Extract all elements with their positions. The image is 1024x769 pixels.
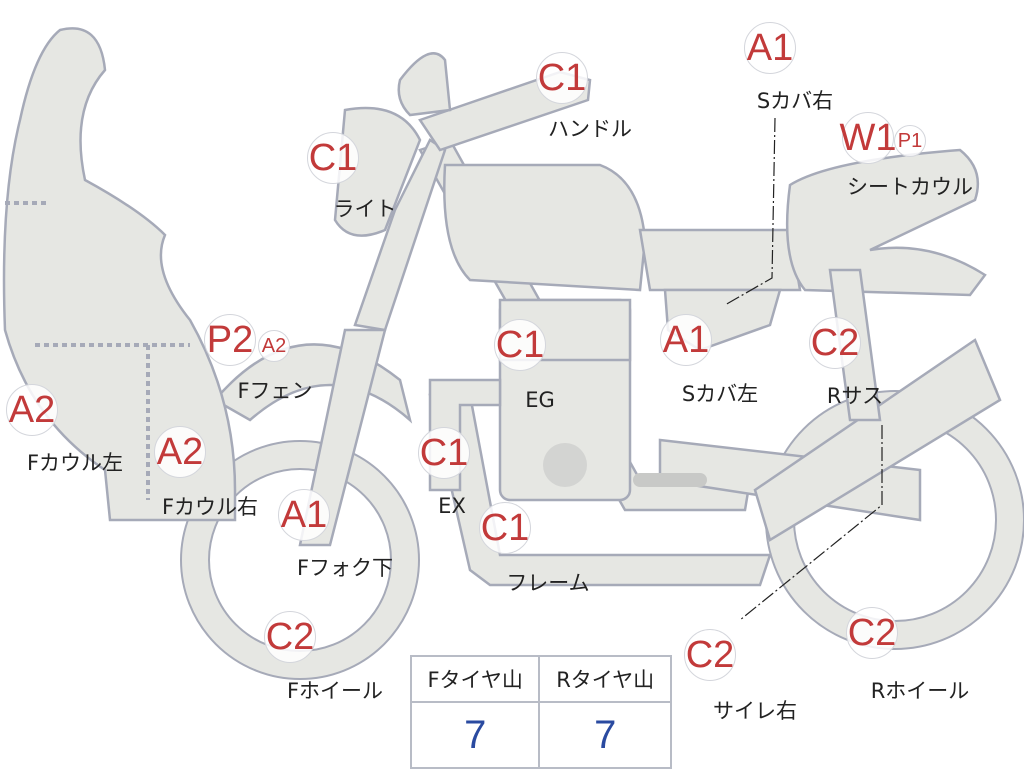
code-badge: A1 — [278, 489, 330, 541]
part-label: フレーム — [506, 571, 590, 595]
code-badge: W1 — [840, 112, 897, 164]
code-badge-secondary: A2 — [258, 330, 290, 362]
part-label: Fフォク下 — [296, 556, 394, 580]
front-wheel-fill — [182, 442, 418, 678]
cowl — [2, 27, 237, 522]
part-label: EX — [438, 494, 466, 518]
code-badge: C1 — [307, 132, 359, 184]
code-badge: A1 — [744, 22, 796, 74]
mirror — [397, 52, 452, 117]
front-tire-header: Fタイヤ山 — [409, 655, 541, 703]
fork-upper — [353, 138, 447, 332]
tank — [443, 163, 647, 292]
part-label: Fカウル右 — [161, 495, 259, 519]
code-badge: C1 — [536, 52, 588, 104]
frame-lower — [428, 393, 772, 587]
code-badge: P2 — [204, 314, 256, 366]
part-label: Rサス — [826, 384, 884, 408]
part-label: Sカバ右 — [756, 89, 834, 113]
code-badge: C1 — [418, 427, 470, 479]
fork — [298, 328, 387, 547]
code-badge: C2 — [684, 629, 736, 681]
code-badge: C2 — [846, 607, 898, 659]
muffler — [753, 338, 1002, 542]
seat — [638, 228, 802, 292]
code-badge: C2 — [809, 317, 861, 369]
code-badge: A2 — [154, 426, 206, 478]
part-label: ライト — [333, 197, 397, 221]
part-label: Rホイール — [870, 679, 970, 703]
code-badge-secondary: P1 — [894, 125, 926, 157]
part-label: Sカバ左 — [681, 382, 759, 406]
part-label: Fホイール — [286, 679, 384, 703]
part-label: EG — [525, 388, 555, 412]
code-badge: C2 — [264, 611, 316, 663]
part-label: シートカウル — [847, 175, 973, 199]
front-tire-value: 7 — [409, 701, 541, 769]
code-badge: C1 — [494, 319, 546, 371]
part-label: Fフェン — [237, 379, 313, 403]
part-label: Fカウル左 — [26, 451, 124, 475]
tire-tread-table: Fタイヤ山 Rタイヤ山 7 7 — [409, 655, 672, 769]
code-badge: C1 — [479, 502, 531, 554]
part-label: ハンドル — [548, 117, 632, 141]
code-badge: A2 — [6, 384, 58, 436]
rear-tire-value: 7 — [538, 701, 672, 769]
rear-tire-header: Rタイヤ山 — [538, 655, 672, 703]
part-label: サイレ右 — [713, 699, 797, 723]
code-badge: A1 — [660, 314, 712, 366]
